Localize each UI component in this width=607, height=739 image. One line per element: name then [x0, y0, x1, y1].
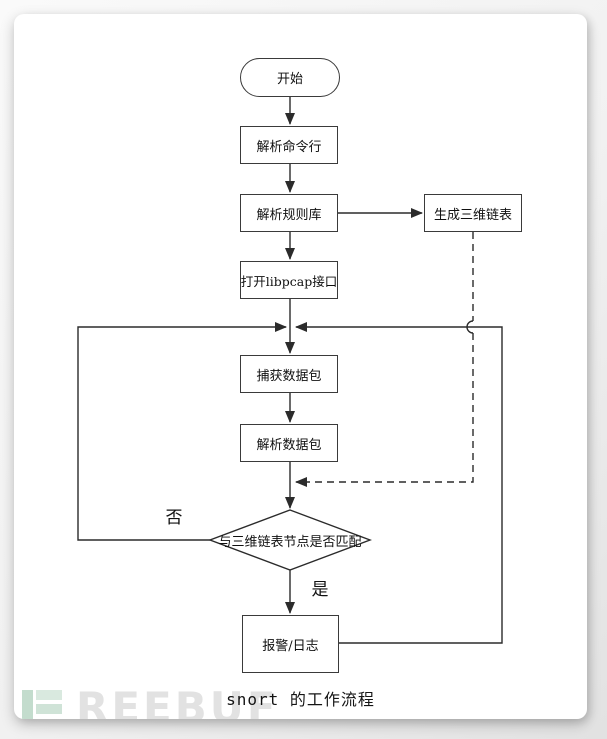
- node-parse-rules: 解析规则库: [240, 194, 338, 232]
- node-alert-log: 报警/日志: [242, 615, 339, 673]
- decision-diamond-shape: [208, 509, 372, 571]
- flowchart-connectors: [77, 97, 503, 644]
- edge-gen-list-dashed-lower: [295, 333, 474, 487]
- node-parse-cmdline: 解析命令行: [240, 126, 338, 164]
- edge-alert-loop-back: [295, 322, 503, 644]
- freebuf-watermark-text: REEBUF: [76, 683, 279, 719]
- node-decode-packet: 解析数据包: [240, 424, 338, 462]
- connector-group: [77, 97, 503, 644]
- node-start: 开始: [240, 58, 340, 97]
- freebuf-watermark: REEBUF: [22, 683, 279, 719]
- edge-label-yes: 是: [311, 580, 329, 600]
- node-gen-3d-list: 生成三维链表: [424, 194, 522, 232]
- node-decision-match: 与三维链表节点是否匹配: [218, 534, 362, 550]
- logo-bar-top: [36, 690, 62, 700]
- logo-bar-vertical: [22, 690, 33, 719]
- edge-label-no: 否: [165, 508, 183, 528]
- diagram-card: 开始 解析命令行 解析规则库 生成三维链表 打开libpcap接口 捕获数据包 …: [14, 14, 587, 719]
- line-hop-arc: [466, 320, 474, 334]
- diagram-caption: snort 的工作流程: [226, 690, 375, 709]
- node-capture-packet: 捕获数据包: [240, 355, 338, 393]
- freebuf-logo-icon: [22, 690, 62, 719]
- logo-bars: [36, 690, 62, 719]
- node-open-libpcap: 打开libpcap接口: [240, 261, 338, 299]
- logo-bar-middle: [36, 704, 62, 714]
- edge-no-loop-back: [77, 322, 287, 541]
